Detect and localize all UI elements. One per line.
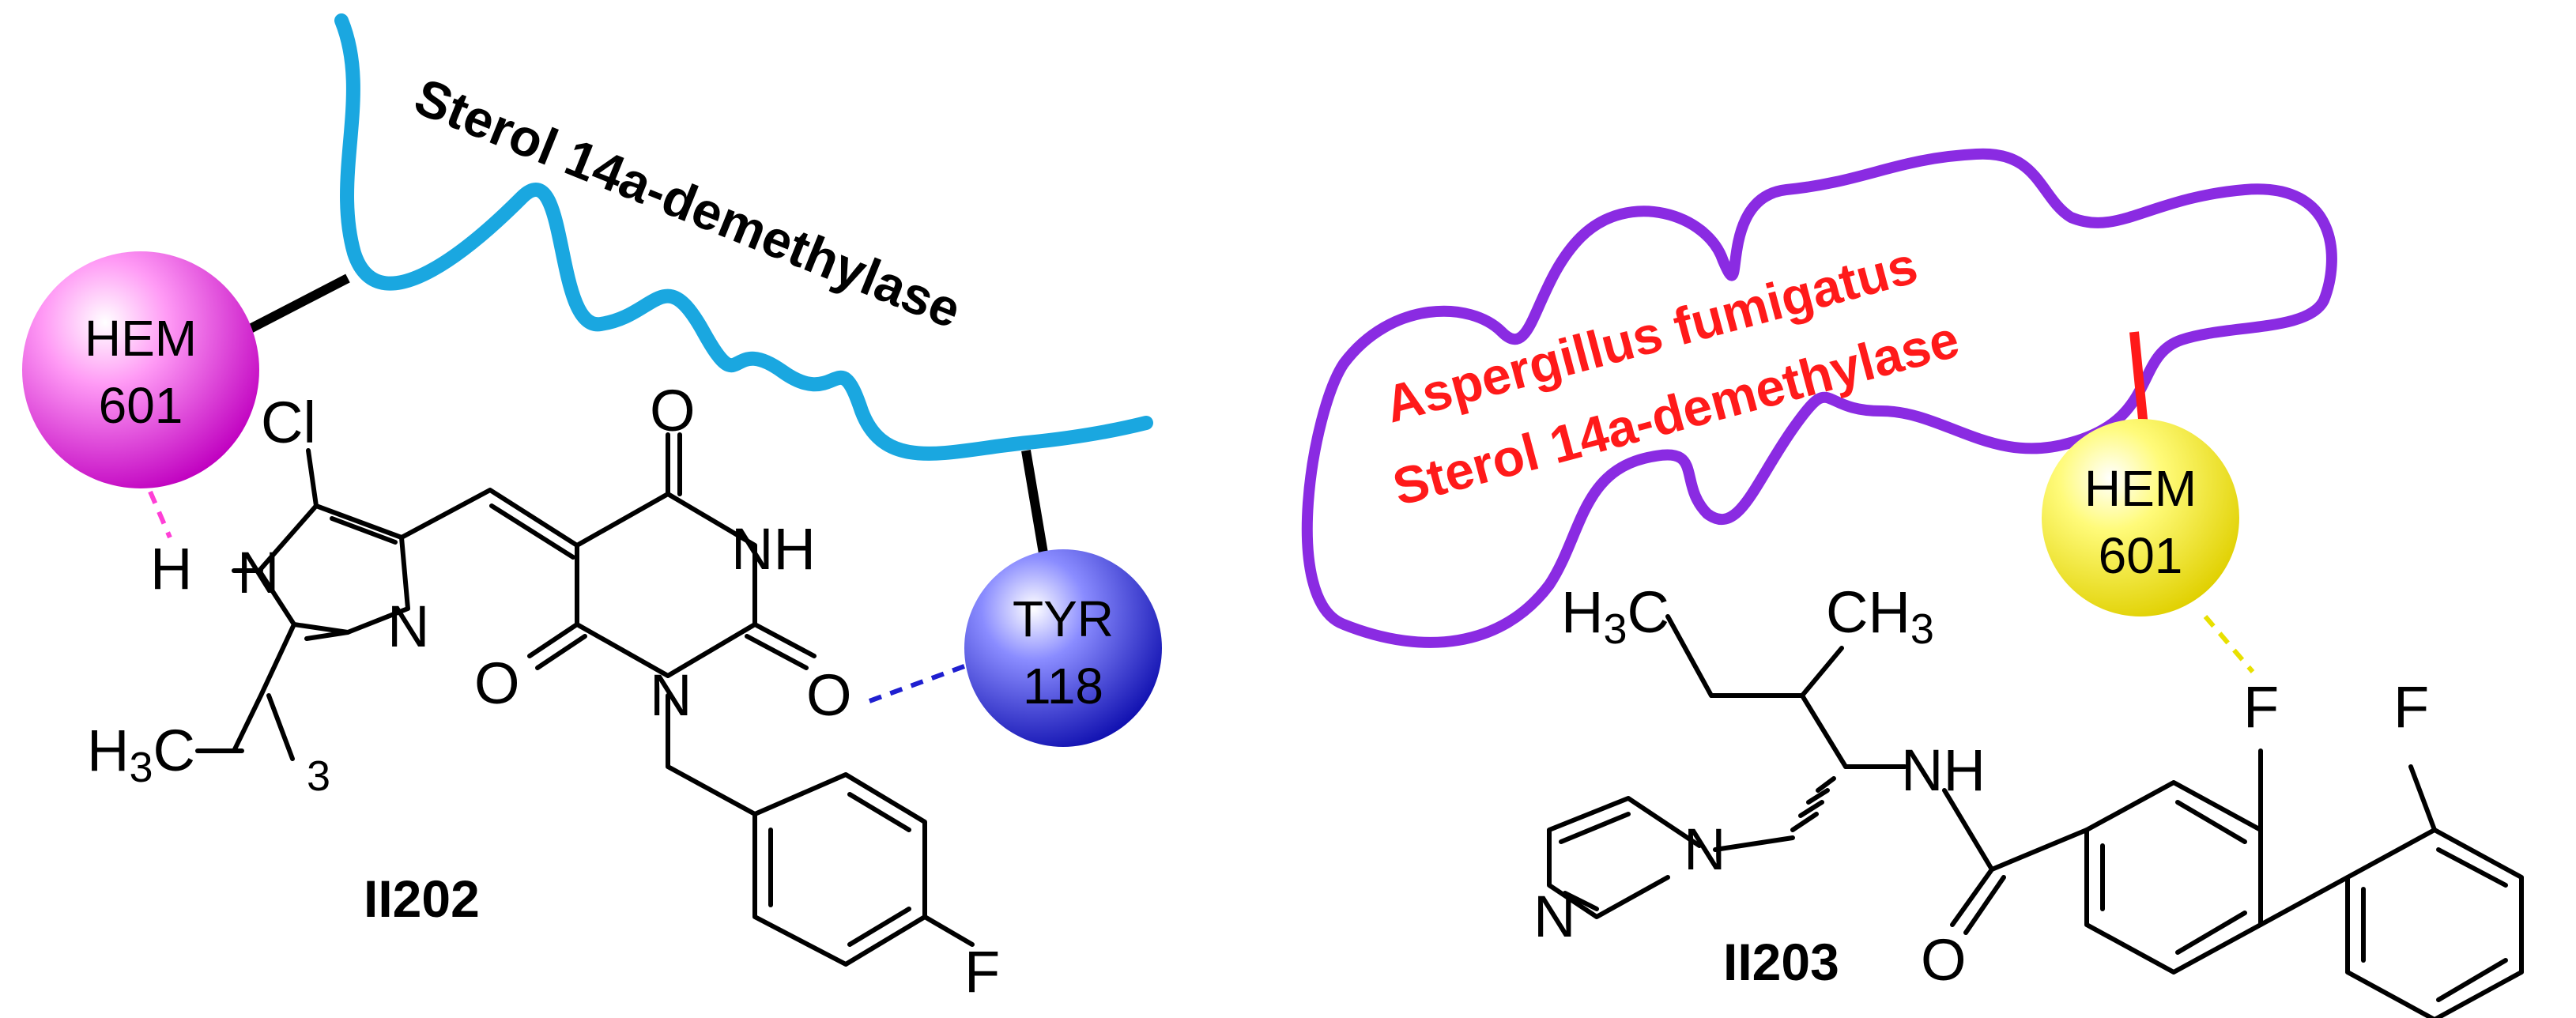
hem-label-left-line2: 601 [99,377,183,434]
hem-label-right-line1: HEM [2084,460,2197,517]
hbond-hem-right [2203,615,2255,673]
atom-n1: N [237,540,279,605]
atom-o3: O [806,662,852,728]
right-panel: Aspergillus fumigatus Sterol 14a-demethy… [1301,148,2524,1018]
atom-o-amide: O [1921,927,1967,993]
tyr-connector [1021,449,1048,555]
atom-n-imidazole1: N [1684,816,1726,882]
atom-subscript-3: 3 [307,752,330,800]
atom-o2: O [474,650,520,716]
atom-n2: N [387,594,429,659]
hbond-tyr [868,664,966,703]
hem-connector-right [2129,331,2148,428]
atom-h: H [150,536,192,601]
compound-label-ii202: II202 [364,869,480,928]
hem-ball-right [2042,419,2239,616]
protein-backbone-right [1301,148,2337,648]
atom-f-left: F [964,939,1000,1005]
tyr-label-line1: TYR [1013,590,1114,647]
atom-cl: Cl [261,390,316,455]
tyr-ball [964,549,1162,747]
atom-nh-right: NH [1901,737,1986,803]
atom-f2-right: F [2393,674,2429,740]
left-panel: Sterol 14a-demethylase HEM 601 TYR 118 [22,13,1162,1005]
atom-ch3-right: CH3 [1826,579,1934,653]
atom-h3c-right: H3C [1561,579,1669,653]
compound-ii203-bonds [1547,614,2524,1018]
hem-label-left-line1: HEM [85,310,197,367]
hem-ball-left [22,251,259,488]
hem-label-right-line2: 601 [2099,527,2183,584]
atom-f1-right: F [2243,674,2279,740]
atom-o1: O [650,378,696,443]
atom-n3: N [650,662,692,728]
atom-n-imidazole2: N [1533,884,1575,949]
protein-backbone-left [334,13,1153,461]
compound-ii202-bonds [195,432,975,967]
atom-ch3-left: H3C [87,718,195,791]
hbond-hem-left [148,490,172,539]
atom-nh: NH [731,516,816,582]
tyr-label-line2: 118 [1023,658,1103,714]
compound-label-ii203: II203 [1723,933,1839,991]
